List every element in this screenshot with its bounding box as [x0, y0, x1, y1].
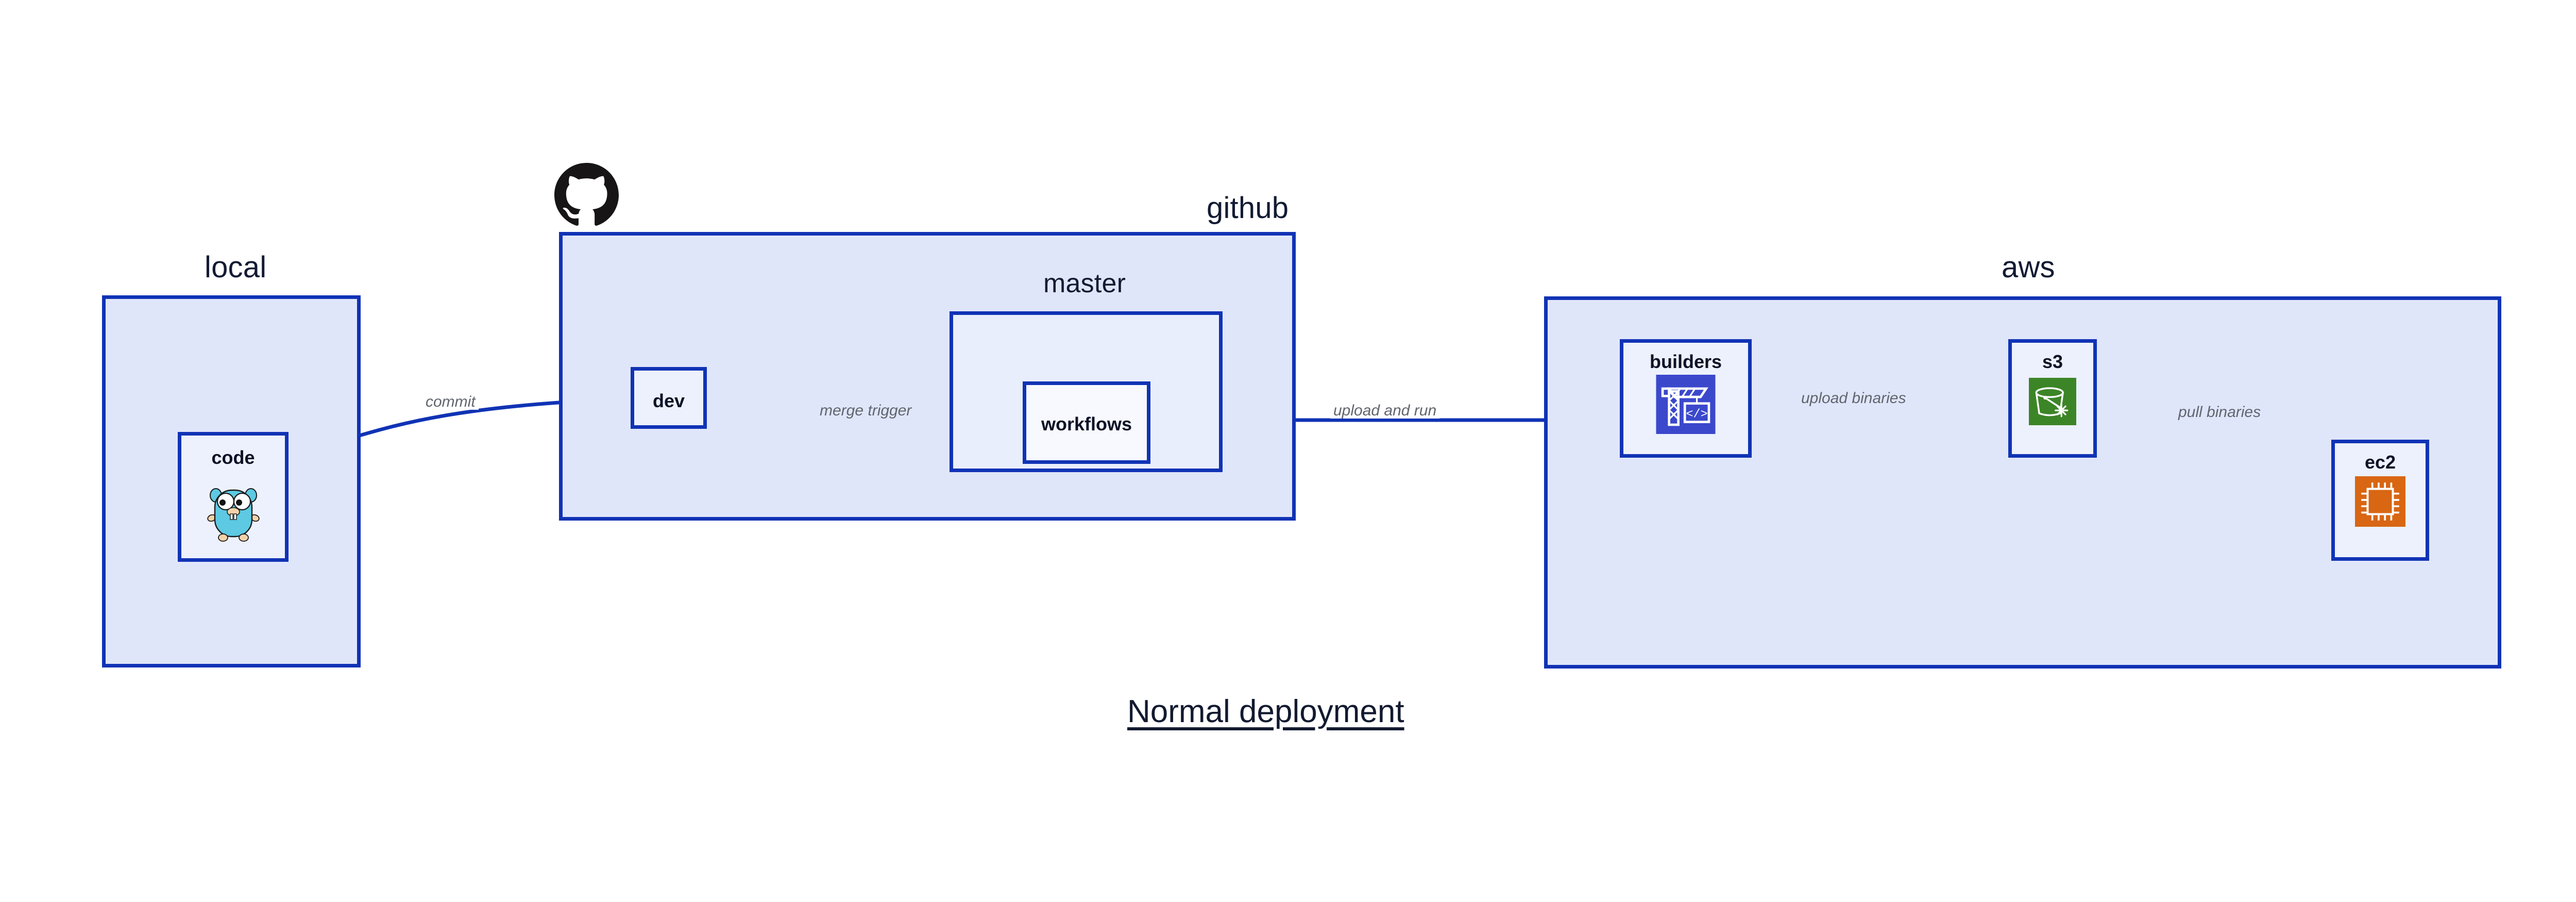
github-octocat-icon — [554, 163, 619, 227]
svg-text:</>: </> — [1686, 408, 1708, 422]
node-label-code: code — [211, 447, 255, 468]
aws-s3-glacier-icon — [2029, 378, 2076, 425]
node-label-dev: dev — [652, 390, 685, 411]
edge-label-upload-binaries: upload binaries — [1798, 391, 1909, 406]
page-title: Normal deployment — [1127, 694, 1404, 729]
zone-label-aws: aws — [2002, 250, 2055, 284]
subzone-label-master: master — [1043, 269, 1126, 298]
node-label-builders: builders — [1649, 351, 1722, 372]
aws-ec2-icon — [2355, 476, 2405, 527]
zone-label-local: local — [205, 250, 267, 284]
edge-label-merge-trigger: merge trigger — [817, 403, 915, 419]
node-builders[interactable]: builders < — [1620, 339, 1752, 458]
node-label-s3: s3 — [2042, 351, 2063, 372]
edge-label-commit: commit — [422, 394, 479, 410]
node-workflows[interactable]: workflows — [1023, 381, 1150, 464]
aws-codebuild-icon: </> — [1656, 375, 1716, 434]
edge-label-upload-and-run: upload and run — [1330, 403, 1440, 419]
go-gopher-icon — [207, 481, 260, 543]
node-label-workflows: workflows — [1041, 413, 1132, 435]
node-s3[interactable]: s3 — [2008, 339, 2097, 458]
zone-label-github: github — [1207, 191, 1289, 225]
node-code[interactable]: code — [178, 432, 289, 562]
node-dev[interactable]: dev — [631, 367, 707, 429]
node-label-ec2: ec2 — [2364, 452, 2396, 473]
edge-label-pull-binaries: pull binaries — [2175, 405, 2264, 420]
node-ec2[interactable]: ec2 — [2331, 440, 2429, 561]
zone-local — [102, 295, 361, 667]
